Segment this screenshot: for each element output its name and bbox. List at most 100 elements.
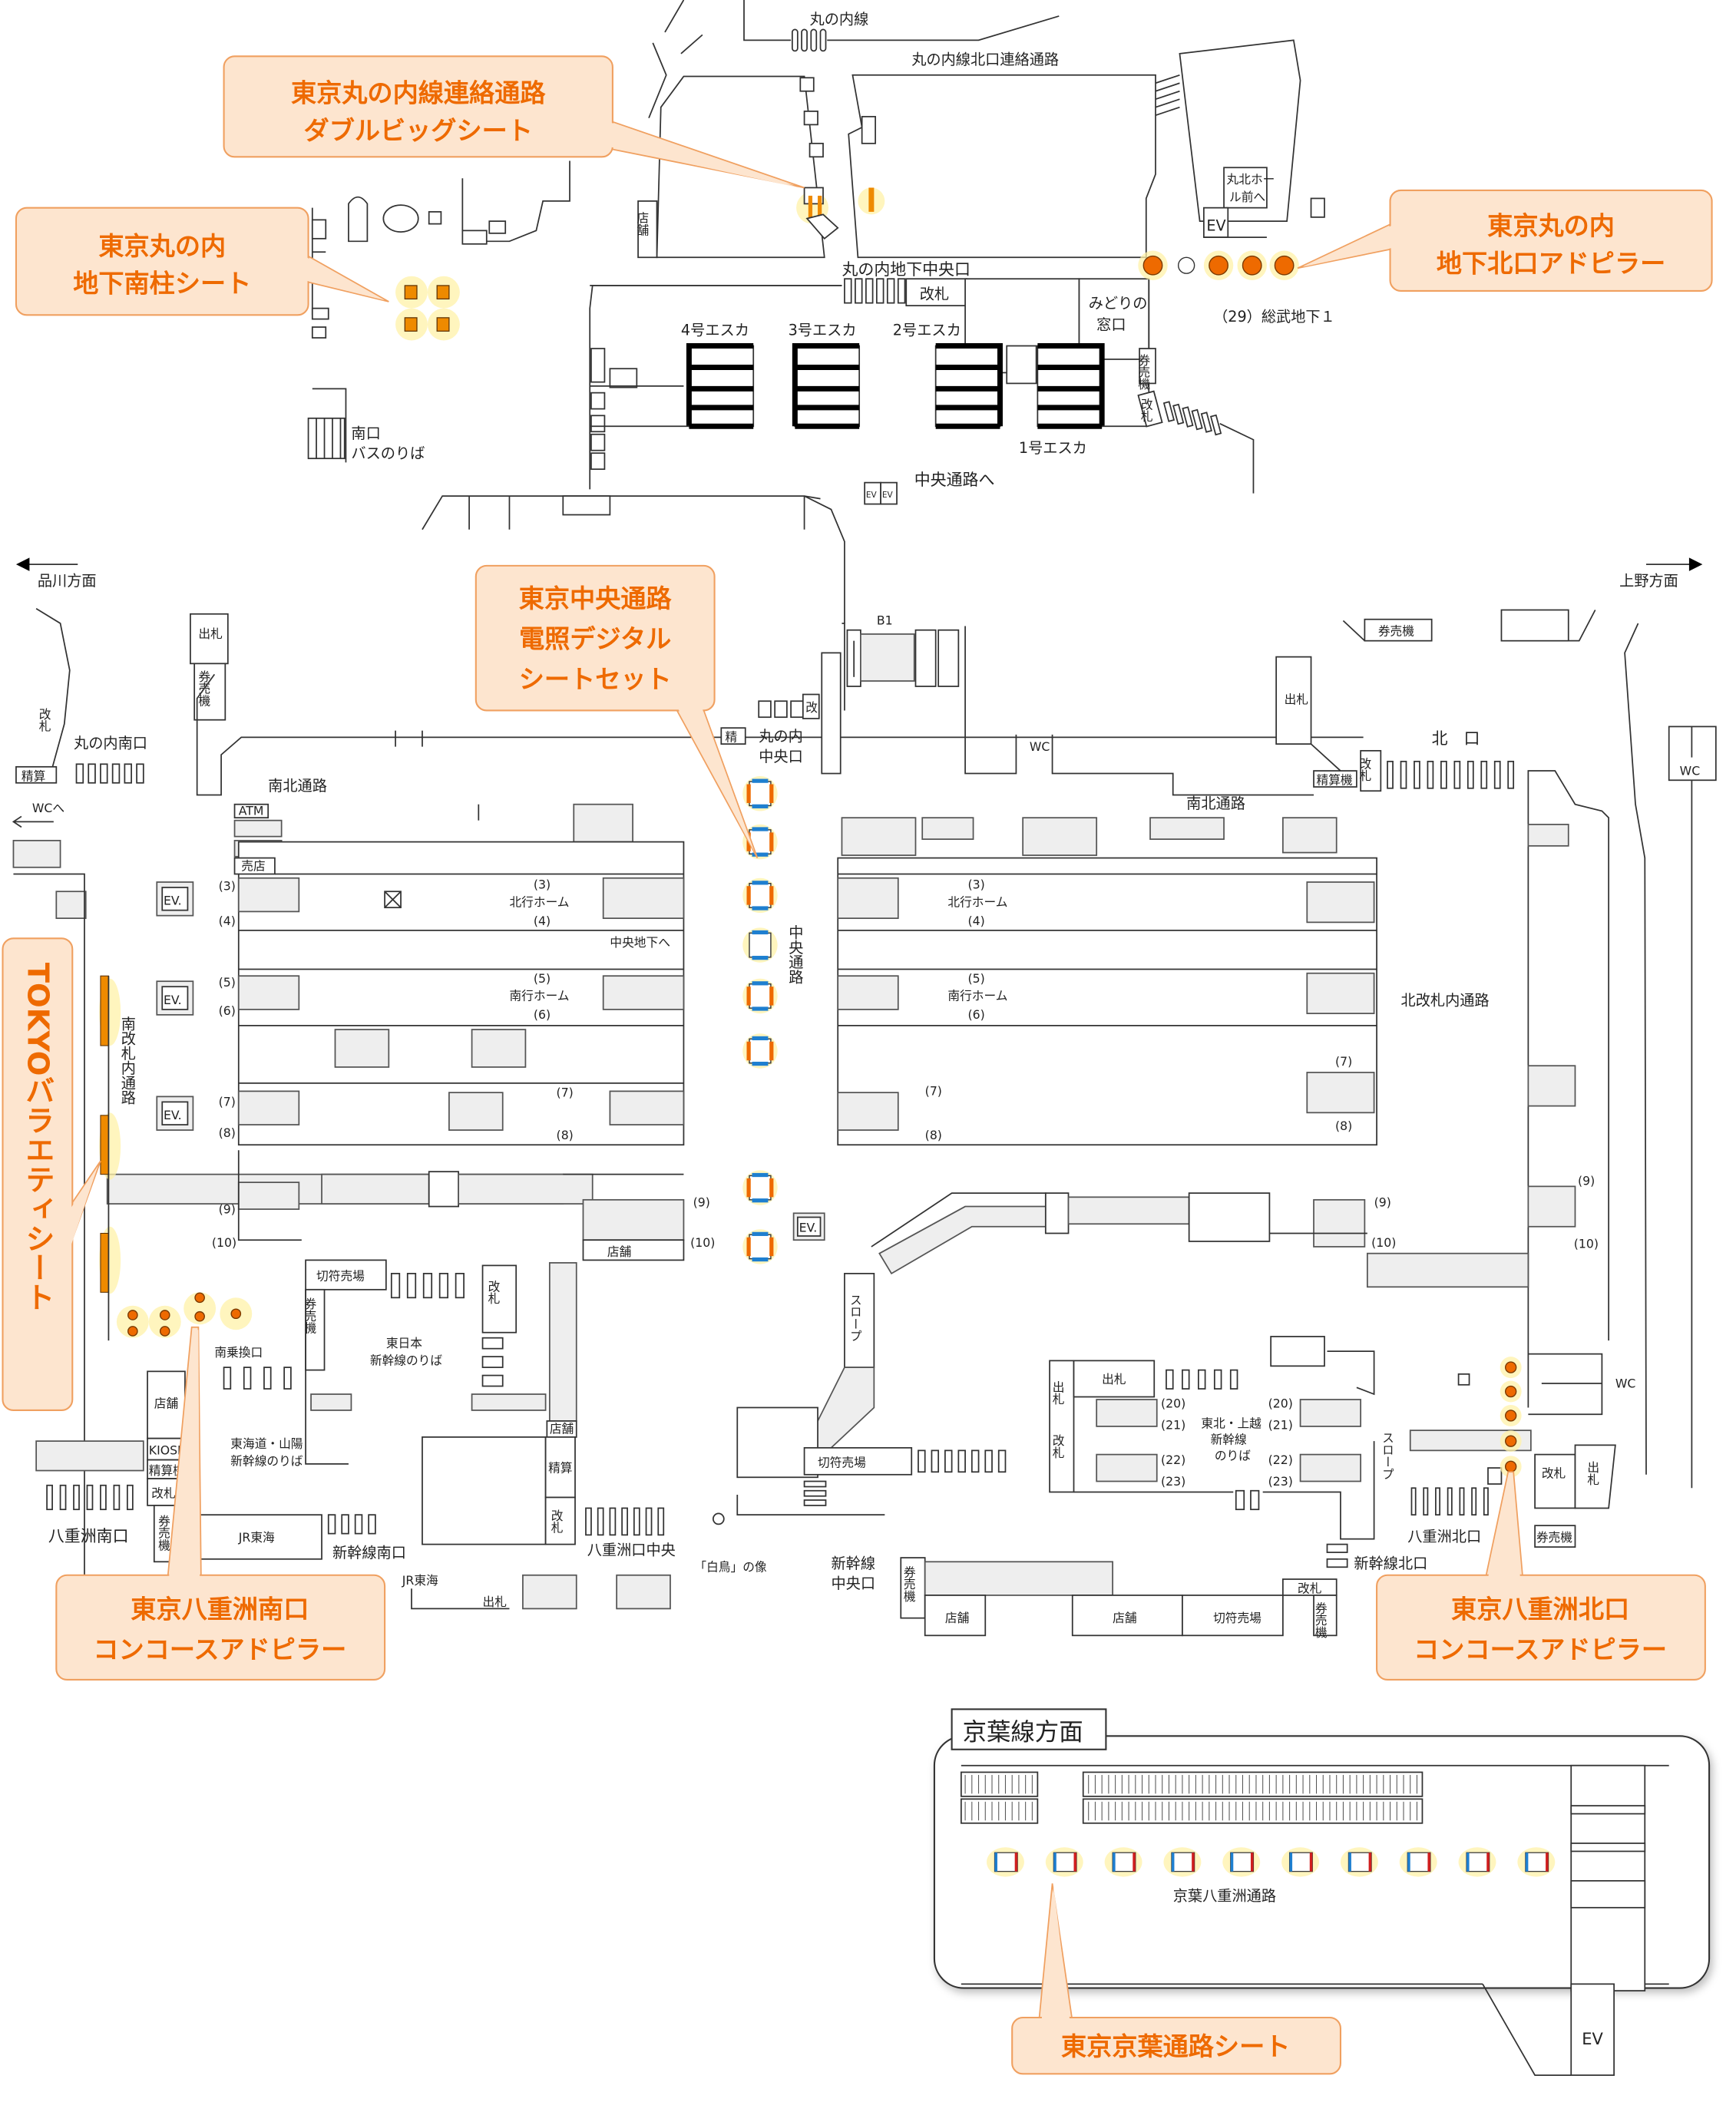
ticket-machine-north: 券売機	[1378, 624, 1414, 639]
ev-label-north: EV	[1206, 216, 1225, 234]
to-central-label: 中央通路へ	[914, 471, 995, 489]
callout-central-line3: シートセット	[519, 664, 672, 694]
shop-label: 店舗	[635, 212, 650, 236]
central-digital-panel	[742, 978, 778, 1014]
marunouchi-line-label: 丸の内線	[810, 10, 869, 28]
tokaido-1: 東海道・山陽	[230, 1436, 303, 1451]
marunouchi-gates	[791, 28, 827, 52]
maru-central-1: 丸の内	[759, 728, 803, 745]
ev-central: EV.	[799, 1221, 818, 1235]
arrow-right-icon	[1688, 557, 1703, 571]
keiyo-inset: 京葉線方面 EV 京葉八重洲通路	[933, 1708, 1711, 2076]
tohoku-3: のりば	[1215, 1449, 1251, 1463]
callout-keiyo[interactable]: 東京京葉通路シート	[1011, 1883, 1341, 2075]
track-5-side: (5)	[219, 975, 236, 990]
hakucho-statue-icon	[712, 1512, 725, 1525]
ad-tokyo-variety	[99, 975, 121, 1341]
track-5: (5)	[534, 971, 551, 986]
track-5-right: (5)	[968, 971, 985, 986]
shin-track-20b: (20)	[1268, 1396, 1293, 1410]
callout-double-big[interactable]: 東京丸の内線連絡通路 ダブルビッグシート	[223, 55, 805, 189]
shin-track-20: (20)	[1161, 1396, 1185, 1410]
callout-keiyo-text: 東京京葉通路シート	[1061, 2031, 1290, 2061]
yaesu-north-gates	[1410, 1487, 1489, 1516]
yaesu-central-gates	[585, 1507, 665, 1536]
callout-south-pillar[interactable]: 東京丸の内 地下南柱シート	[15, 207, 389, 316]
north-exit-label: 北 口	[1432, 729, 1480, 748]
kaisatsu-shin-central: 改札	[1298, 1581, 1322, 1595]
callout-tokyo-variety[interactable]: TOKYOバラエティシート	[2, 937, 101, 1412]
shop-central-right: 店舗	[945, 1611, 969, 1625]
ad-yaesu-north-pillars	[1500, 1357, 1522, 1478]
southbound-label-left: 南行ホーム	[509, 989, 569, 1003]
track-8: (8)	[557, 1128, 574, 1142]
callout-central-digital[interactable]: 東京中央通路 電照デジタル シートセット	[475, 564, 759, 858]
baiten-label: 売店	[241, 858, 265, 873]
demotsu-north: 出札	[1285, 692, 1309, 707]
callout-yaesu-north[interactable]: 東京八重洲北口 コンコースアドピラー	[1376, 1471, 1706, 1681]
ev-small-1: EV	[866, 491, 878, 500]
wc-label-east: WC	[1615, 1376, 1636, 1390]
b1-label: B1	[877, 613, 893, 628]
shinkansen-south-label: 新幹線南口	[332, 1544, 406, 1562]
kaisatsu-yaesu-north: 改札	[1542, 1466, 1566, 1480]
kiosk-label: KIOSK	[149, 1443, 186, 1458]
seisanki-north: 精算機	[1317, 773, 1353, 788]
track-10-mid: (10)	[1371, 1235, 1396, 1250]
shinkansen-central-2: 中央口	[831, 1575, 875, 1592]
ticket-machine-yaesu-north: 券売機	[1536, 1530, 1572, 1545]
keiyo-seat-panel	[1399, 1847, 1437, 1877]
southbound-label-right: 南行ホーム	[947, 989, 1007, 1003]
direction-left: 品川方面	[38, 572, 97, 590]
wc-to-label: WCへ	[32, 801, 64, 815]
track-9: (9)	[693, 1195, 710, 1210]
yaesu-north-label: 八重洲北口	[1407, 1528, 1481, 1545]
callout-north-pillar-line2: 地下北口アドピラー	[1437, 248, 1665, 278]
northbound-label-right: 北行ホーム	[947, 894, 1007, 909]
escalator-3: 3号エスカ	[789, 322, 861, 429]
jr-tokai-2: JR東海	[402, 1573, 438, 1588]
yaesu-south-gates	[46, 1484, 134, 1511]
ticket-machine-central: 券売機	[901, 1565, 916, 1602]
track-6-right: (6)	[968, 1007, 985, 1022]
tohoku-gates	[1166, 1369, 1238, 1390]
south-gate-passage-label: 南改札内通路	[118, 1016, 136, 1104]
shinkansen-central-1: 新幹線	[831, 1555, 875, 1572]
kaisatsu-east-shin: 改札	[486, 1280, 501, 1304]
kaisatsu-north: 改札	[1357, 757, 1372, 782]
keiyo-seat-panel	[1517, 1847, 1556, 1877]
chuo-chika-label: 中央地下へ	[610, 935, 670, 950]
kippu-label-1: 切符売場	[316, 1269, 365, 1284]
hakucho-label: 「白鳥」の像	[694, 1560, 767, 1575]
central-digital-panel	[742, 1170, 778, 1205]
shin-track-22: (22)	[1161, 1453, 1185, 1467]
slope-label-1: スロープ	[848, 1294, 862, 1342]
east-shinkansen-2: 新幹線のりば	[370, 1353, 443, 1368]
keiyo-seat-panel	[1163, 1847, 1202, 1877]
ticket-machine-east-shin: 券売機	[303, 1297, 317, 1334]
marunouchi-north-link-label: 丸の内線北口連絡通路	[911, 51, 1059, 68]
track-7-right: (7)	[925, 1084, 942, 1099]
callout-north-pillar[interactable]: 東京丸の内 地下北口アドピラー	[1297, 189, 1713, 292]
wc-label-mid: WC	[1030, 739, 1050, 754]
track-10: (10)	[690, 1235, 715, 1250]
keiyo-seat-panel	[987, 1847, 1024, 1877]
shin-track-21: (21)	[1161, 1417, 1185, 1432]
track-6: (6)	[534, 1007, 551, 1022]
kaisatsu-v-top: 改札	[1139, 398, 1153, 422]
callout-tokyo-variety-text: TOKYOバラエティシート	[20, 963, 55, 1312]
marunouchi-south-label: 丸の内南口	[74, 734, 147, 752]
ad-south-pillars	[395, 276, 460, 341]
callout-yaesu-south[interactable]: 東京八重洲南口 コンコースアドピラー	[55, 1326, 386, 1681]
ticket-machine-south: 券売機	[157, 1515, 171, 1552]
marunouchi-south-gates	[75, 763, 144, 784]
east-shinkansen-1: 東日本	[386, 1336, 422, 1350]
sobu-label: （29）総武地下１	[1213, 308, 1335, 326]
central-passage-label: 中央通路	[786, 925, 804, 984]
seisan-label-sw: 精算	[21, 768, 45, 783]
ad-central-digital	[742, 776, 778, 1264]
shop-east-shin: 店舗	[550, 1422, 574, 1436]
yaesu-south-label: 八重洲南口	[48, 1527, 129, 1545]
jr-tokai-1: JR東海	[238, 1530, 275, 1545]
ev-keiyo: EV	[1582, 2030, 1603, 2048]
